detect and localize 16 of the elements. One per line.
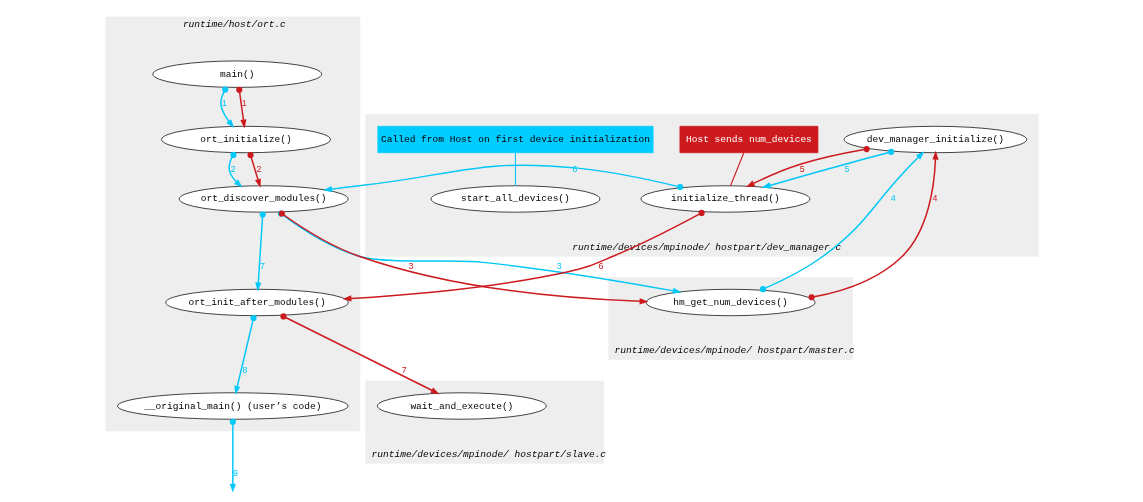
edge-label: 1 (241, 98, 247, 109)
edge-label: 3 (556, 261, 562, 272)
edge-label: 7 (259, 261, 265, 272)
edge-label: 5 (799, 163, 805, 174)
edge-label: 9 (232, 468, 238, 479)
edge-label: 4 (890, 193, 896, 204)
edge-label: 2 (230, 163, 236, 174)
edge-label: 6 (571, 163, 577, 174)
edge-label: 3 (407, 261, 413, 272)
edge-label: 4 (932, 193, 937, 204)
edge-label: 2 (255, 163, 261, 174)
edge-label: 6 (598, 261, 603, 272)
edge-label: 1 (221, 98, 227, 109)
edge-label: 5 (843, 163, 849, 174)
edge-label: 8 (241, 364, 247, 375)
edge-label: 7 (401, 364, 407, 375)
